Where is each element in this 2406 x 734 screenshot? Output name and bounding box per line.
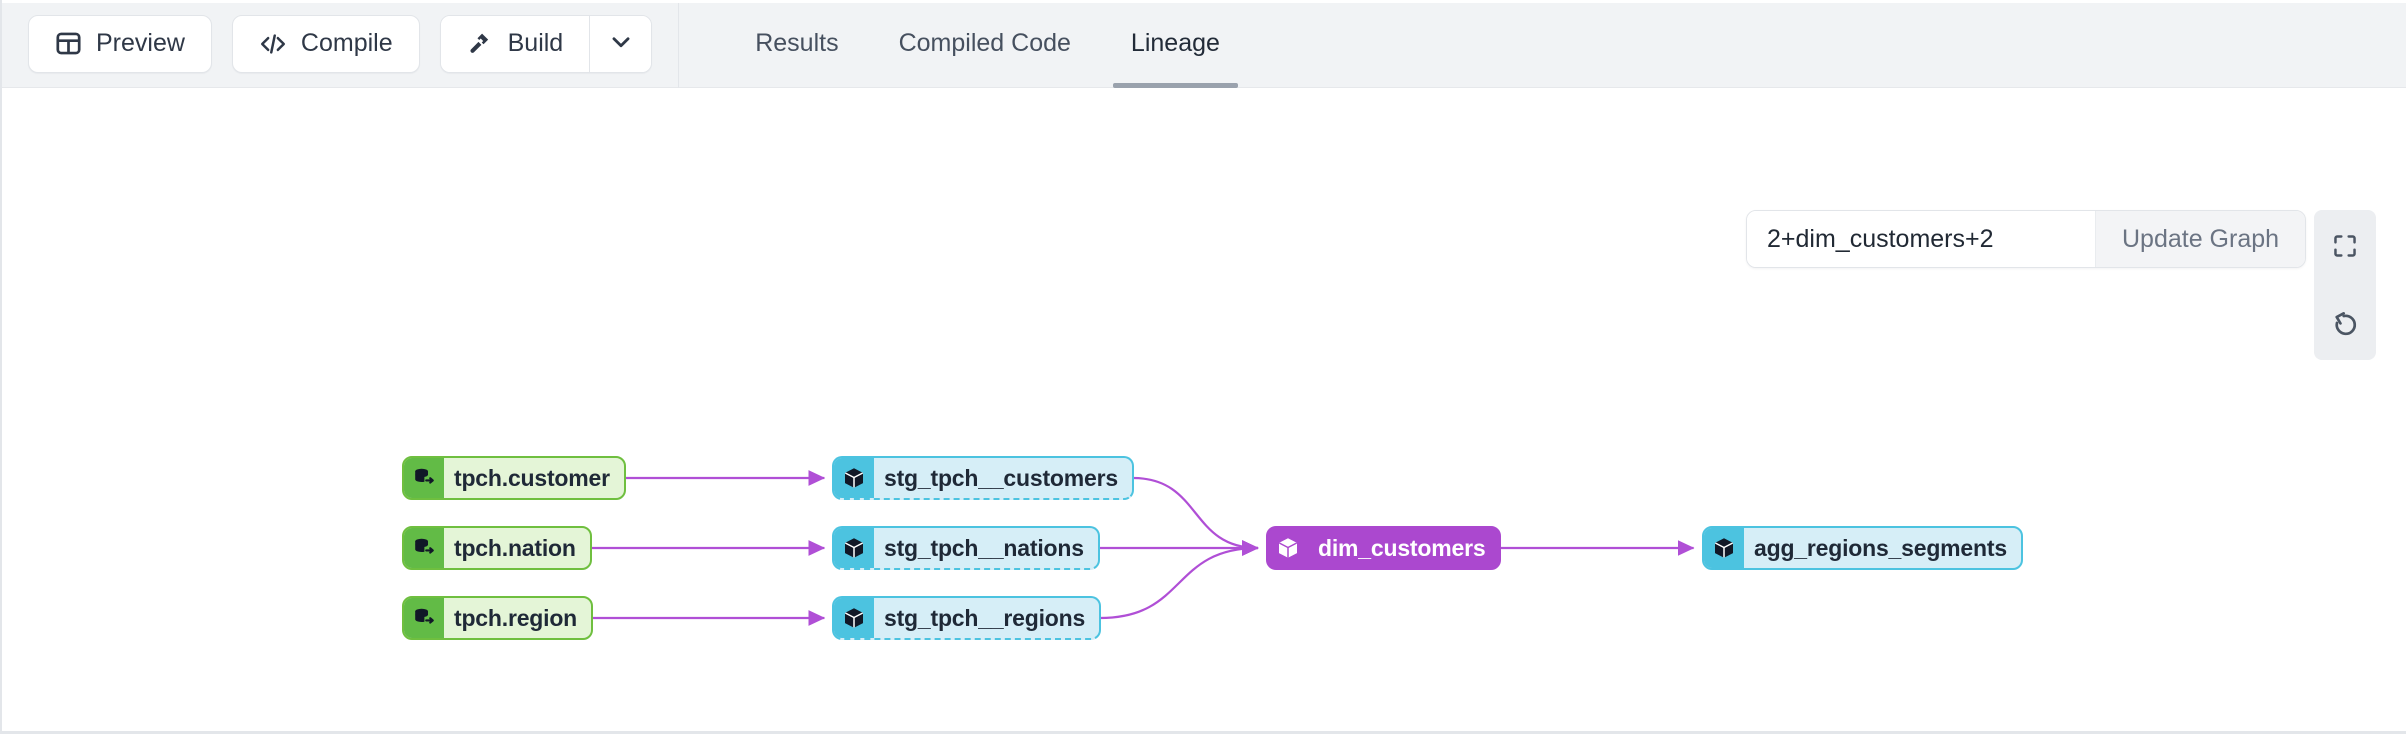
build-button-label: Build	[507, 29, 564, 57]
lineage-node-stg_regions[interactable]: stg_tpch__regions	[832, 596, 1102, 640]
action-button-group: Preview Compile	[2, 0, 653, 87]
header-bar: Preview Compile	[2, 0, 2406, 88]
database-source-icon	[404, 598, 444, 638]
lineage-node-label: stg_tpch__nations	[884, 534, 1084, 561]
update-graph-button[interactable]: Update Graph	[2095, 211, 2306, 267]
reset-icon[interactable]	[2317, 298, 2373, 350]
header-divider	[678, 0, 680, 88]
node-selector: Update Graph	[1746, 210, 2307, 268]
lineage-node-dim_customers[interactable]: dim_customers	[1266, 526, 1502, 570]
lineage-node-label: tpch.region	[454, 604, 578, 631]
lineage-node-label: stg_tpch__customers	[884, 464, 1118, 491]
preview-button-label: Preview	[96, 29, 185, 57]
lineage-edge	[1100, 540, 1259, 620]
build-button[interactable]: Build	[440, 15, 590, 72]
lineage-node-label: stg_tpch__regions	[884, 604, 1086, 631]
database-source-icon	[404, 458, 444, 498]
tab-results-label: Results	[755, 29, 839, 57]
node-selector-input[interactable]	[1747, 211, 2095, 267]
lineage-edges	[591, 470, 1695, 626]
tab-lineage-label: Lineage	[1130, 29, 1220, 57]
code-brackets-icon	[259, 31, 287, 57]
table-icon	[55, 30, 82, 57]
cube-icon	[1704, 528, 1744, 568]
compile-button-label: Compile	[300, 29, 393, 57]
lineage-node-label: tpch.customer	[454, 464, 610, 491]
cube-icon	[834, 528, 874, 568]
lineage-node-label: agg_regions_segments	[1754, 534, 2007, 561]
lineage-node-stg_nations[interactable]: stg_tpch__nations	[832, 526, 1100, 570]
cube-icon	[834, 458, 874, 498]
lineage-node-src_nation[interactable]: tpch.nation	[402, 526, 592, 570]
graph-tools	[2314, 210, 2376, 360]
tab-results[interactable]: Results	[725, 0, 868, 88]
build-split-button: Build	[439, 14, 653, 73]
lineage-node-label: dim_customers	[1318, 534, 1486, 561]
fullscreen-icon[interactable]	[2317, 220, 2373, 272]
hammer-icon	[467, 30, 494, 57]
lineage-node-src_customer[interactable]: tpch.customer	[402, 456, 626, 500]
cube-icon	[1268, 528, 1308, 568]
lineage-node-label: tpch.nation	[454, 534, 576, 561]
chevron-down-icon	[608, 29, 634, 58]
cube-icon	[834, 598, 874, 638]
compile-button[interactable]: Compile	[231, 14, 420, 73]
lineage-canvas[interactable]: tpch.customer tpch.nation tpch.region st…	[2, 88, 2406, 731]
build-dropdown-button[interactable]	[589, 15, 652, 72]
lineage-node-stg_customers[interactable]: stg_tpch__customers	[832, 456, 1134, 500]
lineage-node-agg_regions[interactable]: agg_regions_segments	[1702, 526, 2023, 570]
database-source-icon	[404, 528, 444, 568]
tab-compiled-code-label: Compiled Code	[898, 29, 1071, 57]
tab-lineage[interactable]: Lineage	[1101, 0, 1250, 88]
lineage-edge	[1133, 476, 1259, 556]
preview-button[interactable]: Preview	[28, 14, 212, 73]
lineage-node-src_region[interactable]: tpch.region	[402, 596, 594, 640]
tab-bar: Results Compiled Code Lineage	[679, 0, 1250, 88]
tab-compiled-code[interactable]: Compiled Code	[869, 0, 1101, 88]
